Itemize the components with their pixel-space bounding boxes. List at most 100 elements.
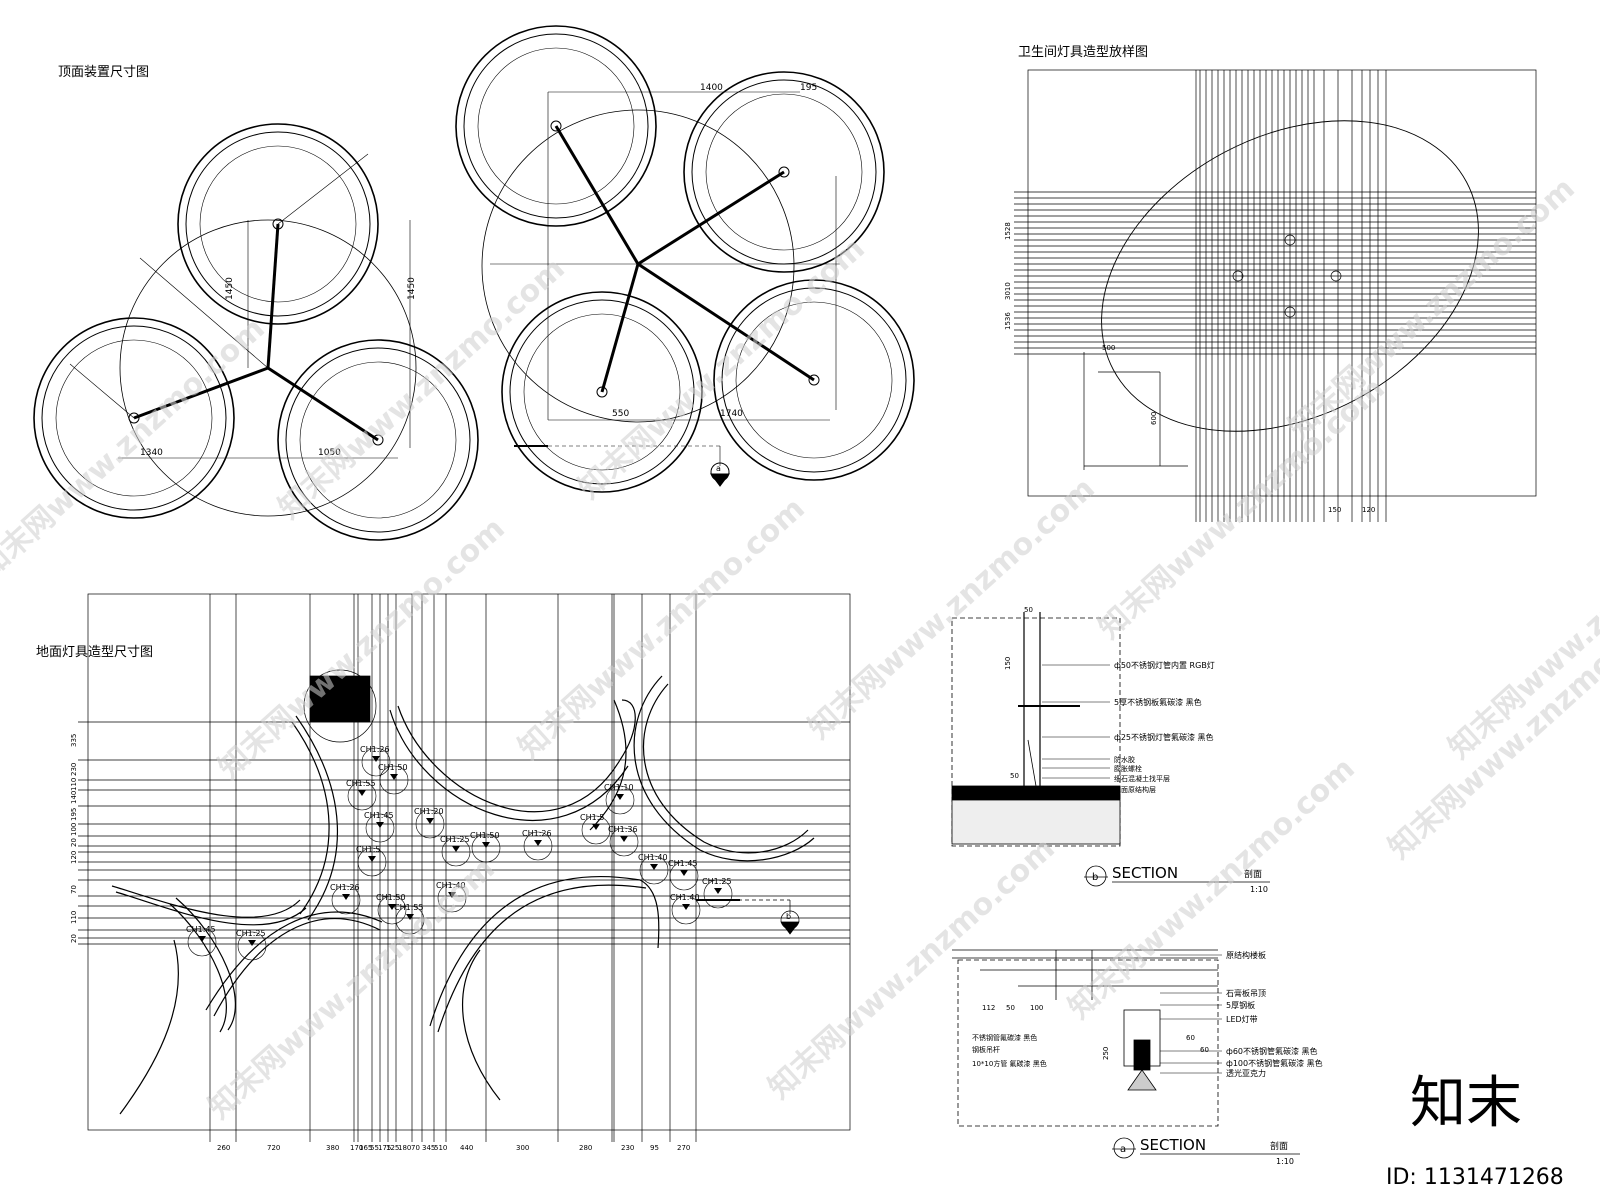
fixture-tag: CH1:26: [522, 829, 552, 838]
brand-block: 知末 ID: 1131471268: [1386, 1071, 1564, 1190]
floor-left-dim: 110: [70, 778, 78, 791]
fixture-circle: [437, 883, 467, 913]
fixture-tag: CH1:36: [608, 825, 638, 834]
floor-left-dim: 20: [70, 838, 78, 847]
section-b-note: ф50不锈钢灯管内置 RGB灯: [1114, 660, 1215, 670]
svg-text:1340: 1340: [140, 448, 163, 458]
svg-text:1400: 1400: [700, 83, 723, 93]
floor-left-dim: 100: [70, 823, 78, 836]
fixture-circle: [357, 847, 387, 877]
fixture-tag: CH1:50: [470, 831, 500, 840]
section-a-left-note: 不锈钢管氟碳漆 黑色: [972, 1033, 1037, 1042]
fixture-marker: [616, 794, 624, 800]
floor-left-dim: 120: [70, 851, 78, 864]
watermark-text: 知末网www.znzmo.com: [202, 851, 502, 1126]
fixture-circle: [605, 785, 635, 815]
watermark-text: 知末网www.znzmo.com: [0, 311, 272, 586]
fixture-marker: [372, 756, 380, 762]
floor-left-dim: 140: [70, 791, 78, 804]
floor-bottom-dim: 300: [516, 1144, 529, 1152]
fixture-circle: [237, 931, 267, 961]
floor-bottom-dim: 230: [621, 1144, 634, 1152]
bathroom-lamp-title: 卫生间灯具造型放样图: [1018, 45, 1148, 60]
section-a-note: ф60不锈钢管氟碳漆 黑色: [1226, 1046, 1318, 1056]
section-b-scale: 1:10: [1250, 885, 1268, 894]
section-a-dim: 250: [1102, 1047, 1110, 1060]
watermark-text: 知末网www.znzmo.com: [1282, 171, 1582, 446]
svg-text:120: 120: [1362, 506, 1375, 514]
floor-bottom-dim: 70: [411, 1144, 420, 1152]
fixture-circle: [703, 879, 733, 909]
section-b-dim: 50: [1010, 772, 1019, 780]
svg-text:3010: 3010: [1004, 282, 1012, 300]
fixture-tag: CH1:26: [330, 883, 360, 892]
fixture-marker: [368, 856, 376, 862]
floor-bottom-dim: 180: [398, 1144, 411, 1152]
watermarks: 知末网www.znzmo.com 知末网www.znzmo.com 知末网www.z…: [0, 171, 1600, 1126]
section-a-dim: 60: [1186, 1034, 1195, 1042]
svg-text:1050: 1050: [318, 448, 341, 458]
section-b-marker: b: [1092, 872, 1098, 883]
floor-bottom-dim: 170: [350, 1144, 363, 1152]
floor-bottom-dim: 175: [378, 1144, 391, 1152]
section-b-note: 细石混凝土找平层: [1114, 774, 1170, 783]
fixture-tag: CH1:55: [394, 903, 424, 912]
fixture-marker: [452, 846, 460, 852]
floor-left-dim: 230: [70, 763, 78, 776]
floor-bottom-dim: 270: [677, 1144, 690, 1152]
section-a-note: LED灯带: [1226, 1014, 1258, 1024]
section-b-note: ф25不锈钢灯管氟碳漆 黑色: [1114, 732, 1214, 742]
fixture-marker: [358, 790, 366, 796]
svg-text:1450: 1450: [407, 277, 417, 300]
fixture-marker: [682, 904, 690, 910]
ceiling-plan-left: 顶面装置尺寸图 1340 1050 1450 1450: [33, 65, 479, 541]
section-a-note: 原结构楼板: [1226, 950, 1266, 960]
fixture-tag: CH1:25: [702, 877, 732, 886]
fixture-tag: CH1:40: [670, 893, 700, 902]
fixture-tag: CH1:25: [236, 929, 266, 938]
fixture-marker: [406, 914, 414, 920]
floor-bottom-dim: 510: [434, 1144, 447, 1152]
fixture-tag: CH1:55: [346, 779, 376, 788]
fixture-tag: CH1:50: [376, 893, 406, 902]
floor-left-dim: 335: [70, 734, 78, 747]
svg-text:1528: 1528: [1004, 222, 1012, 240]
floor-bottom-dim: 55: [370, 1144, 379, 1152]
section-a-left-note: 钢板吊杆: [972, 1045, 1000, 1054]
floor-bottom-dim: 280: [579, 1144, 592, 1152]
fixture-marker: [650, 864, 658, 870]
fixture-circle: [441, 837, 471, 867]
svg-text:b: b: [786, 912, 791, 921]
fixture-circle: [671, 895, 701, 925]
fixture-tag: CH1:45: [668, 859, 698, 868]
fixture-tag: CH1:10: [604, 783, 634, 792]
fixture-circle: [415, 809, 445, 839]
fixture-circle: [377, 895, 407, 925]
section-a-left-note: 10*10方管 氟碳漆 黑色: [972, 1059, 1047, 1068]
fixture-marker: [248, 940, 256, 946]
fixture-circle: [331, 885, 361, 915]
fixture-circle: [581, 815, 611, 845]
floor-left-dim: 195: [70, 808, 78, 821]
fixture-marker: [388, 904, 396, 910]
floor-bottom-dim: 440: [460, 1144, 473, 1152]
svg-text:600: 600: [1150, 412, 1158, 425]
fixture-tag: CH1:45: [186, 925, 216, 934]
section-a-note: 石膏板吊顶: [1226, 988, 1266, 998]
svg-text:1740: 1740: [720, 409, 743, 419]
section-a-dim: 112: [982, 1004, 995, 1012]
fixture-circle: [187, 927, 217, 957]
fixture-circle: [365, 813, 395, 843]
section-a-scale: 1:10: [1276, 1157, 1294, 1166]
fixture-marker: [680, 870, 688, 876]
section-b-dim: 150: [1004, 657, 1012, 670]
fixture-circle: [471, 833, 501, 863]
section-a-note: ф100不锈钢管氟碳漆 黑色: [1226, 1058, 1323, 1068]
svg-text:150: 150: [1328, 506, 1341, 514]
floor-lamp-title: 地面灯具造型尺寸图: [36, 645, 153, 660]
section-b-note: 膨胀螺栓: [1114, 764, 1142, 773]
fixture-circle: [347, 781, 377, 811]
fixture-marker: [448, 892, 456, 898]
section-b-note: 防水胶: [1114, 755, 1135, 764]
